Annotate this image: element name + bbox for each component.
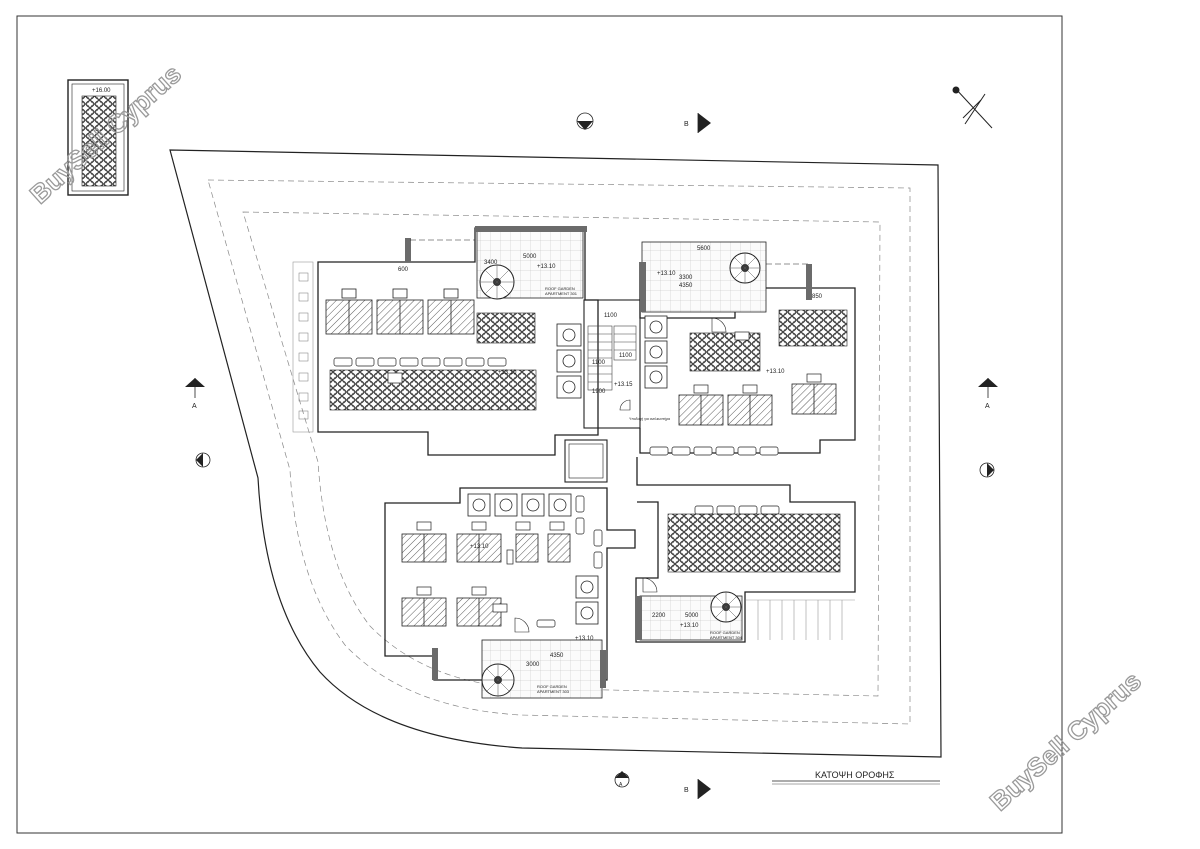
- elevation-stair: +13.15: [614, 382, 633, 388]
- section-marker-a-east: A: [978, 378, 998, 410]
- elevator-note: Υποδοχή για ανελκυστήρα: [629, 417, 670, 421]
- sheet-border: [16, 15, 1063, 834]
- stair-core: [564, 299, 641, 483]
- watermark-top-left: BuySell Cyprus: [24, 59, 187, 210]
- elevation-apt-301: +13.10: [537, 264, 556, 270]
- svg-text:B: B: [684, 787, 689, 794]
- elevation-top-roof: +16.00: [92, 88, 111, 94]
- dim-850: 850: [812, 294, 823, 300]
- dim-2200: 2200: [652, 613, 666, 619]
- dim-5600: 5600: [697, 246, 711, 252]
- dim-4350-a: 4350: [679, 283, 693, 289]
- dim-3400: 3400: [484, 260, 498, 266]
- setback-line-outer: [207, 179, 911, 725]
- dim-1100-c: 1100: [619, 353, 633, 359]
- dim-1100-a: 1100: [604, 313, 618, 319]
- section-marker-b-south: B: [684, 779, 711, 799]
- dim-600: 600: [398, 267, 409, 273]
- svg-text:A: A: [619, 782, 623, 788]
- elevation-west-block: +13.10: [498, 370, 517, 376]
- dim-1100-b: 1100: [592, 360, 606, 366]
- block-south-east: [635, 457, 856, 643]
- dim-5000-b: 5000: [685, 613, 699, 619]
- dim-4350-b: 4350: [550, 653, 564, 659]
- svg-text:A: A: [192, 403, 197, 410]
- elevation-east-block: +13.10: [766, 369, 785, 375]
- elevation-apt-304: +13.10: [680, 623, 699, 629]
- upper-roof-block: +16.00: [67, 79, 129, 196]
- elevation-marker-west-icon: [195, 452, 211, 468]
- block-south-west: [384, 487, 636, 699]
- dim-5000-a: 5000: [523, 254, 537, 260]
- north-arrow-icon: [952, 86, 993, 129]
- svg-text:B: B: [684, 121, 689, 128]
- elevation-apt-302: +13.10: [657, 271, 676, 277]
- svg-text:A: A: [985, 403, 990, 410]
- elevation-marker-north-icon: [576, 112, 594, 130]
- block-north-west: [292, 226, 599, 456]
- dim-3000: 3000: [526, 662, 540, 668]
- drawing-title-block: ΚΑΤΟΨΗ ΟΡΟΦΗΣ: [772, 770, 940, 785]
- elevation-apt-303: +13.10: [575, 636, 594, 642]
- dim-3300: 3300: [679, 275, 693, 281]
- plot-boundary: [169, 149, 942, 758]
- elevation-marker-east-icon: [979, 462, 995, 478]
- section-marker-a-west: A: [185, 378, 205, 410]
- drawing-title: ΚΑΤΟΨΗ ΟΡΟΦΗΣ: [815, 770, 895, 780]
- section-marker-b-north: B: [684, 113, 711, 133]
- section-marker-a-south: A: [614, 771, 630, 788]
- block-north-east: [639, 241, 856, 456]
- watermark-bottom-right: BuySell Cyprus: [984, 666, 1147, 817]
- dim-1900: 1900: [592, 389, 606, 395]
- elevation-south-block: +13.10: [470, 544, 489, 550]
